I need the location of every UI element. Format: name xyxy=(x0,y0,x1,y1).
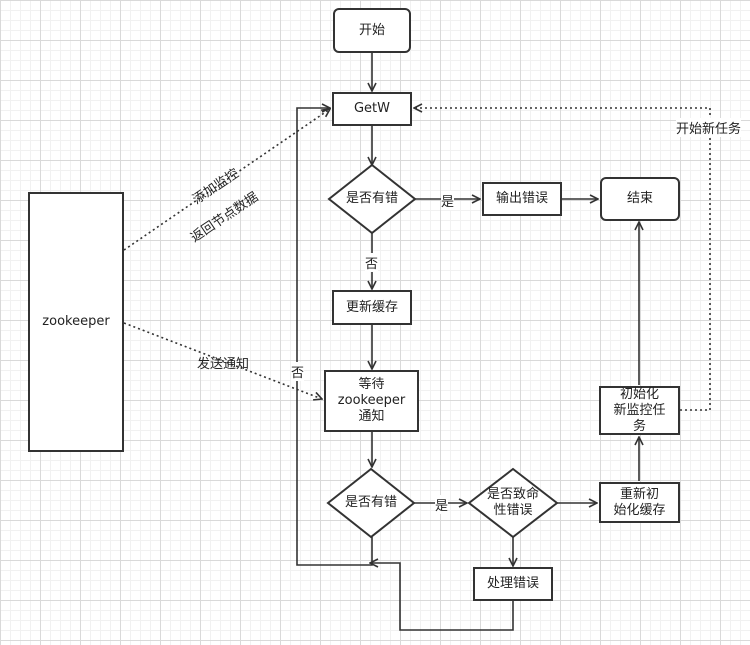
edge-zk-getw xyxy=(123,109,330,251)
edge-label-no-2: 否 xyxy=(291,362,305,381)
edge-label-yes-1: 是 xyxy=(441,191,455,210)
handle-error-node[interactable]: 处理错误 xyxy=(473,567,553,601)
edge-label-send-notify: 发送通知 xyxy=(197,357,250,372)
edge-label-no-1: 否 xyxy=(365,253,379,272)
reinit-cache-node[interactable]: 重新初 始化缓存 xyxy=(599,482,680,523)
decision-has-error-1-label: 是否有错 xyxy=(345,191,398,206)
edge-decision2-no-loop xyxy=(296,108,373,566)
end-node[interactable]: 结束 xyxy=(600,177,680,221)
output-error-node[interactable]: 输出错误 xyxy=(482,182,562,216)
decision-fatal-error-shape xyxy=(467,467,559,539)
update-cache-node[interactable]: 更新缓存 xyxy=(332,290,412,325)
zookeeper-node[interactable]: zookeeper xyxy=(28,192,124,452)
edge-initmonitor-getw xyxy=(414,108,711,411)
decision-has-error-2-label: 是否有错 xyxy=(344,495,397,510)
edge-label-start-new-task: 开始新任务 xyxy=(676,118,742,137)
wait-notify-node[interactable]: 等待 zookeeper 通知 xyxy=(324,370,419,432)
start-node[interactable]: 开始 xyxy=(333,8,411,53)
init-monitor-node[interactable]: 初始化 新监控任 务 xyxy=(599,386,680,435)
edge-zk-wait xyxy=(123,322,322,399)
getw-node[interactable]: GetW xyxy=(332,92,412,126)
edge-handle-loop xyxy=(370,563,514,631)
decision-has-error-2-shape xyxy=(326,467,416,539)
decision-has-error-1-shape xyxy=(327,163,417,235)
edge-label-yes-2: 是 xyxy=(435,495,449,514)
decision-fatal-error-label: 是否致命 性错误 xyxy=(486,487,539,518)
